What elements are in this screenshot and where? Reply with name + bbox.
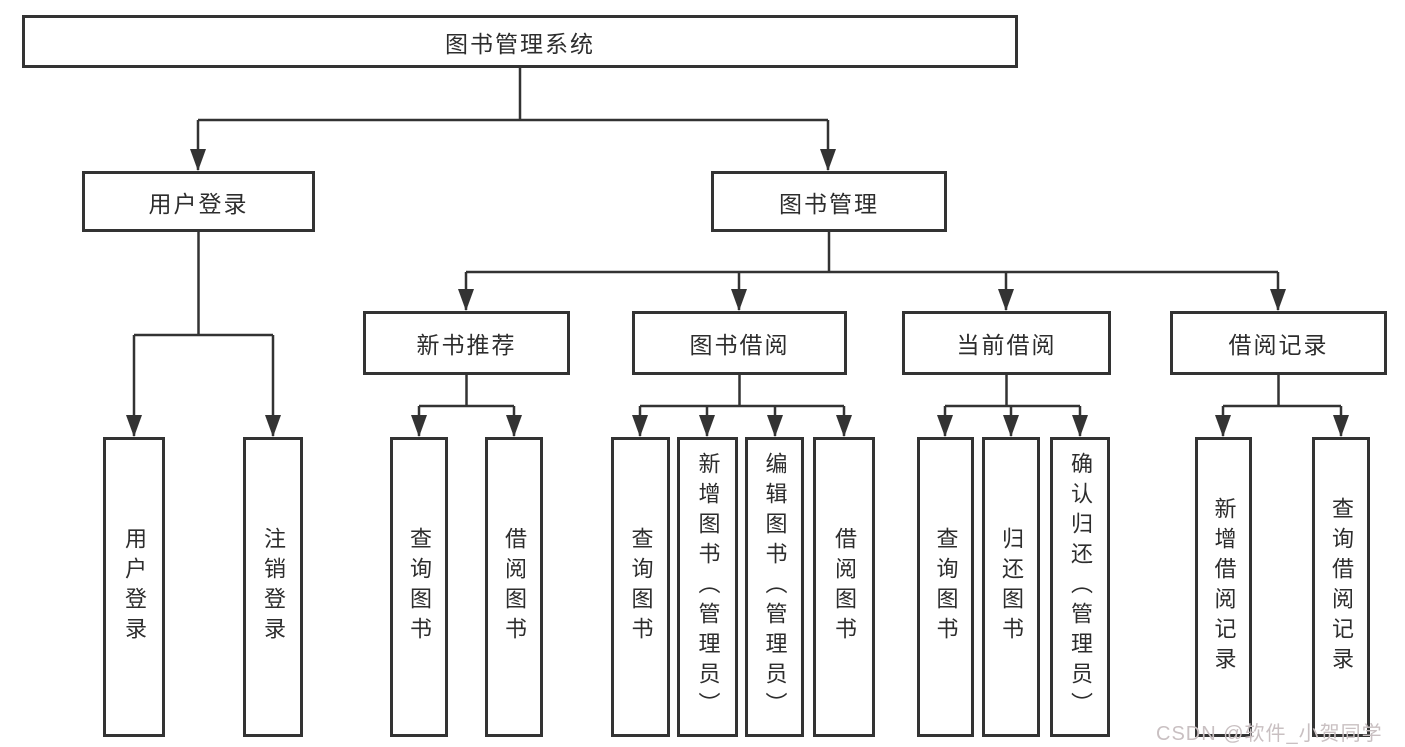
node-logout: 注销登录 bbox=[243, 437, 303, 737]
node-borrow-records-label: 借阅记录 bbox=[1228, 332, 1329, 358]
node-query-borrow-record-label: 查询借阅记录 bbox=[1329, 497, 1354, 677]
node-confirm-return-admin: 确认归还（管理员） bbox=[1050, 437, 1110, 737]
node-query-books-1: 查询图书 bbox=[390, 437, 448, 737]
node-edit-books-admin-label: 编辑图书（管理员） bbox=[762, 452, 788, 722]
node-book-management: 图书管理 bbox=[711, 171, 947, 232]
node-user-login-label: 用户登录 bbox=[148, 190, 249, 217]
node-borrow-records: 借阅记录 bbox=[1170, 311, 1387, 375]
node-add-borrow-record: 新增借阅记录 bbox=[1195, 437, 1252, 737]
node-user-login: 用户登录 bbox=[82, 171, 315, 232]
node-logout-label: 注销登录 bbox=[261, 527, 286, 647]
node-add-books-admin-label: 新增图书（管理员） bbox=[695, 452, 721, 722]
junction-bars bbox=[134, 68, 1341, 408]
node-query-borrow-record: 查询借阅记录 bbox=[1312, 437, 1370, 737]
node-book-management-label: 图书管理 bbox=[779, 190, 879, 217]
node-current-borrow-label: 当前借阅 bbox=[956, 332, 1057, 358]
node-login: 用户登录 bbox=[103, 437, 165, 737]
node-add-books-admin: 新增图书（管理员） bbox=[677, 437, 738, 737]
node-borrow-books-2-label: 借阅图书 bbox=[832, 527, 857, 647]
node-query-books-2: 查询图书 bbox=[611, 437, 670, 737]
node-borrow-books-2: 借阅图书 bbox=[813, 437, 875, 737]
node-borrow-books-1-label: 借阅图书 bbox=[502, 527, 527, 647]
node-borrow-books-1: 借阅图书 bbox=[485, 437, 543, 737]
node-add-borrow-record-label: 新增借阅记录 bbox=[1211, 497, 1237, 677]
node-new-book-recommend-label: 新书推荐 bbox=[416, 332, 517, 358]
node-query-books-1-label: 查询图书 bbox=[407, 527, 432, 647]
node-query-books-3-label: 查询图书 bbox=[933, 527, 959, 647]
node-login-label: 用户登录 bbox=[122, 527, 147, 647]
node-new-book-recommend: 新书推荐 bbox=[363, 311, 570, 375]
node-confirm-return-admin-label: 确认归还（管理员） bbox=[1068, 452, 1093, 722]
node-query-books-2-label: 查询图书 bbox=[628, 527, 654, 647]
node-current-borrow: 当前借阅 bbox=[902, 311, 1111, 375]
node-return-books: 归还图书 bbox=[982, 437, 1040, 737]
node-edit-books-admin: 编辑图书（管理员） bbox=[745, 437, 804, 737]
node-query-books-3: 查询图书 bbox=[917, 437, 974, 737]
node-return-books-label: 归还图书 bbox=[999, 527, 1024, 647]
node-book-borrow: 图书借阅 bbox=[632, 311, 847, 375]
node-book-borrow-label: 图书借阅 bbox=[689, 332, 790, 358]
node-system: 图书管理系统 bbox=[22, 15, 1018, 68]
arrow-down-icons bbox=[126, 120, 1349, 437]
node-system-label: 图书管理系统 bbox=[445, 30, 595, 57]
